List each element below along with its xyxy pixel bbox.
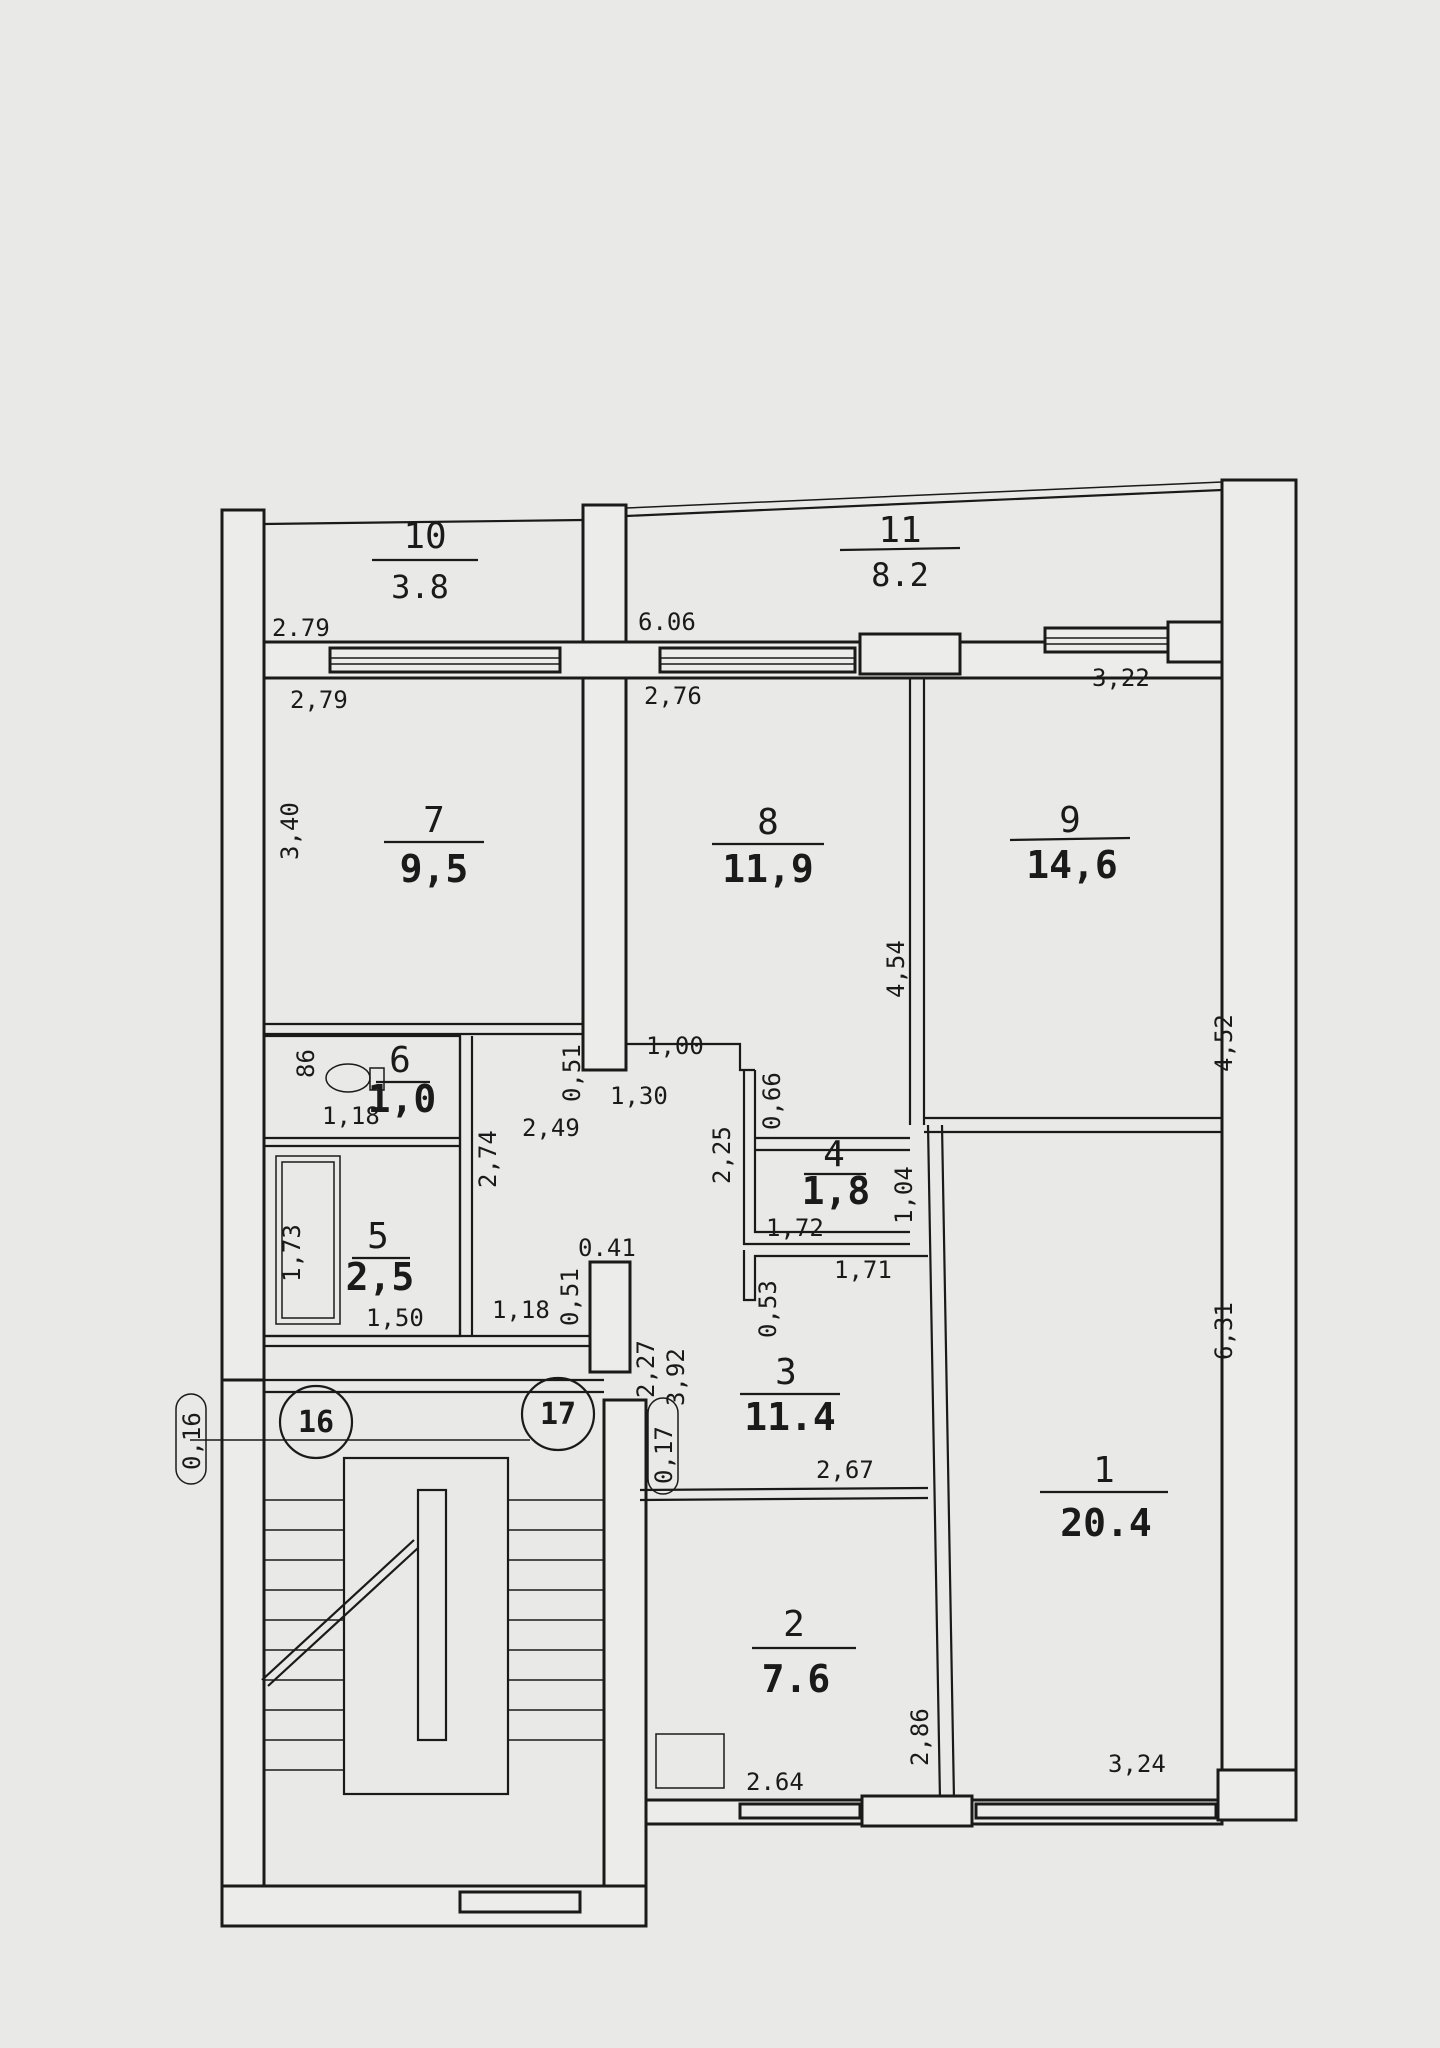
axis-16-offset: 0,16 [178,1412,206,1470]
walls [190,478,1298,1928]
outer-right-wall [1220,478,1298,1822]
dim-hall-height: 2,74 [474,1130,502,1188]
dim-hall-step: 0,66 [758,1072,786,1130]
room-8-area: 11,9 [722,847,814,891]
dimension-labels: 2.79 6.06 2,79 2,76 3,22 3,40 4,54 4,52 … [272,608,1238,1796]
dim-room7-width: 2,79 [290,686,348,714]
room-6-number: 6 [389,1040,411,1081]
outer-left-wall [220,508,266,1382]
axis-17-offset: 0,17 [650,1426,678,1484]
dim-bath-depth: 1,73 [278,1224,306,1282]
room-3-number: 3 [775,1352,797,1393]
dim-room2-depth: 2,86 [906,1708,934,1766]
room-9-area: 14,6 [1026,843,1118,887]
dim-room1-width: 3,24 [1108,1750,1166,1778]
dim-hall-stub-top: 0,51 [558,1044,586,1102]
room-2-number: 2 [783,1604,805,1645]
axis-markers: 16 17 0,16 0,17 [175,1376,679,1495]
dim-balcony-right: 6.06 [638,608,696,636]
room-11-area: 8.2 [871,556,929,594]
axis-16-label: 16 [298,1405,334,1440]
dim-closet-width: 1,72 [766,1214,824,1242]
dim-room3-width: 2,67 [816,1456,874,1484]
dim-room9-width: 3,22 [1092,664,1150,692]
dim-closet-depth: 1,04 [890,1166,918,1224]
room-3-area: 11.4 [744,1395,836,1439]
dim-wc-width: 1,18 [322,1102,380,1130]
room-6-area: 1,0 [368,1077,437,1121]
wall-3-1-b [940,1124,956,1801]
dim-hall-niche: 1,00 [646,1032,704,1060]
room-5-number: 5 [367,1216,389,1257]
dim-hall-width-top: 2,49 [522,1114,580,1142]
stair-treads [264,1499,604,1771]
dim-room9-depth: 4,52 [1210,1014,1238,1072]
room-1-area: 20.4 [1060,1501,1152,1545]
dim-bath-width: 1,50 [366,1304,424,1332]
dim-balcony-left: 2.79 [272,614,330,642]
room-4-area: 1,8 [802,1169,871,1213]
room-10-number: 10 [403,516,446,557]
axis-16-circle [278,1384,354,1460]
dim-hall-bottom-width: 1,18 [492,1296,550,1324]
dim-hall-width-mid: 1,30 [610,1082,668,1110]
wall-7-8 [581,503,628,1072]
dim-room2-width: 2.64 [746,1768,804,1796]
wall-3-1-a [926,1124,942,1801]
room-10-area: 3.8 [391,568,449,606]
room-2-area: 7.6 [762,1657,831,1701]
axis-17-circle [520,1376,596,1452]
axis-17-label: 17 [540,1397,576,1432]
room-1-number: 1 [1093,1450,1115,1491]
dim-room7-depth: 3,40 [276,802,304,860]
room-7-area: 9,5 [400,847,469,891]
room-5-area: 2,5 [346,1255,415,1299]
dim-hall-stub-bottom: 0,51 [556,1268,584,1326]
dim-room3-step: 0,53 [754,1280,782,1338]
stair-flight [342,1456,510,1796]
stair-right-wall [602,1398,648,1888]
dim-room3-width-top: 1,71 [834,1256,892,1284]
room-7-number: 7 [423,800,445,841]
dim-room1-depth: 6,31 [1210,1302,1238,1360]
dim-room8-depth: 4,54 [882,940,910,998]
room-9-number: 9 [1059,800,1081,841]
room-8-number: 8 [757,802,779,843]
room-labels: 10 3.8 11 8.2 7 9,5 8 11,9 9 14,6 6 1,0 … [346,510,1168,1701]
dim-hall-corner: 0.41 [578,1234,636,1262]
dim-room8-width: 2,76 [644,682,702,710]
dim-room3-wall-b: 3,92 [662,1348,690,1406]
dim-hall-depth: 2,25 [708,1126,736,1184]
dim-room3-wall-a: 2,27 [632,1340,660,1398]
dim-wc-depth: 86 [292,1049,320,1078]
stair-bottom-wall [220,1884,648,1928]
room-4-number: 4 [823,1134,845,1175]
room-11-number: 11 [878,510,921,551]
stair-left-wall [220,1378,266,1902]
